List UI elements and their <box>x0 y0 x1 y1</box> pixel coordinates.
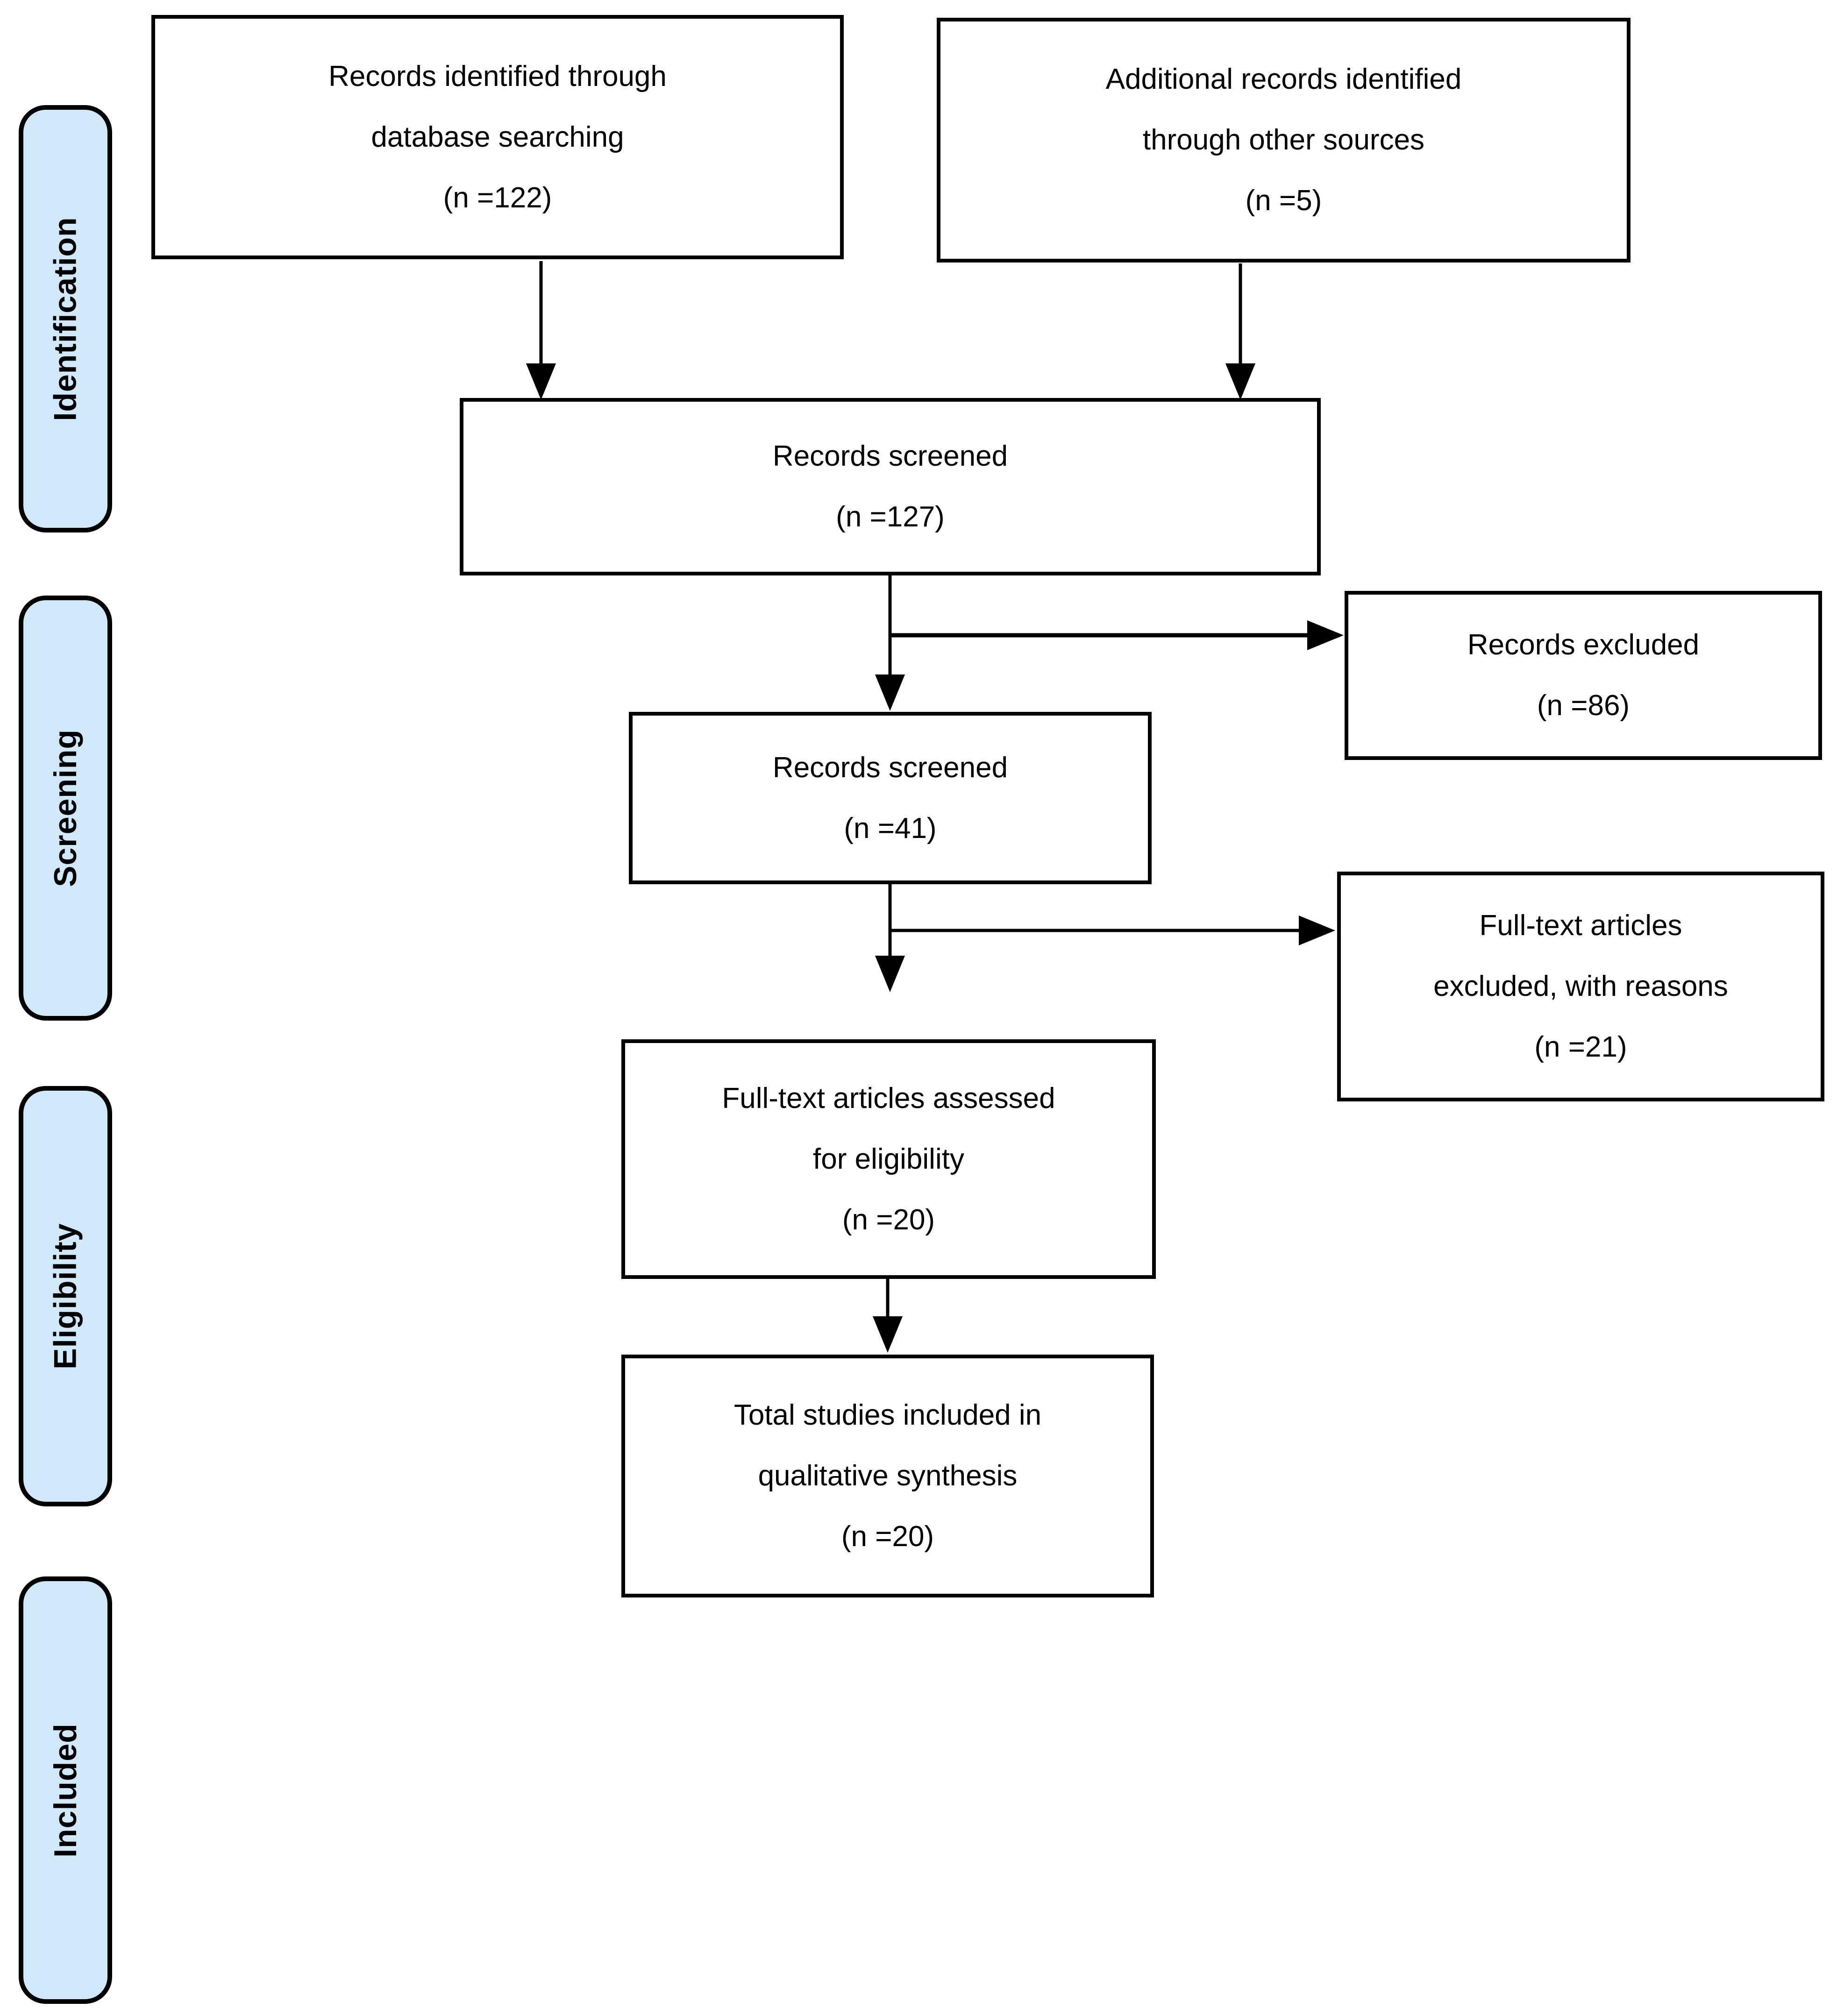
arrow-assessed-to-total <box>873 1279 903 1353</box>
box-text-line: Records screened <box>772 751 1008 784</box>
arrow-other-to-screened127 <box>1225 263 1255 400</box>
stage-eligibility: Eligibility <box>19 1086 112 1506</box>
box-text-line: Full-text articles <box>1479 909 1682 942</box>
box-text-line: database searching <box>371 121 624 153</box>
stage-identification: Identification <box>19 105 112 532</box>
box-records-screened-127: Records screened (n =127) <box>460 398 1321 575</box>
stage-eligibility-label: Eligibility <box>48 1223 83 1370</box>
box-fulltext-assessed-20: Full-text articles assessed for eligibil… <box>621 1039 1156 1279</box>
arrow-screened41-to-ftexcluded <box>890 916 1335 945</box>
box-total-included-20: Total studies included in qualitative sy… <box>621 1355 1154 1597</box>
arrow-db-to-screened127 <box>526 261 556 400</box>
box-text-line: Records excluded <box>1467 629 1700 661</box>
box-text-line: (n =122) <box>443 181 552 214</box>
stage-screening: Screening <box>19 596 112 1021</box>
box-text-line: Additional records identified <box>1105 63 1462 95</box>
box-text-line: (n =127) <box>836 501 945 533</box>
box-text-line: excluded, with reasons <box>1433 970 1728 1002</box>
box-text-line: Full-text articles assessed <box>722 1082 1055 1114</box>
stage-included: Included <box>19 1576 112 2004</box>
box-text-line: (n =5) <box>1245 185 1322 217</box>
box-text-line: for eligibility <box>813 1143 964 1175</box>
arrow-screened127-to-excluded86 <box>890 620 1344 650</box>
stage-included-label: Included <box>48 1723 84 1858</box>
box-records-excluded-86: Records excluded (n =86) <box>1345 591 1822 760</box>
box-text-line: Records identified through <box>328 60 667 92</box>
arrow-screened127-to-screened41 <box>875 575 905 711</box>
box-records-other-sources: Additional records identified through ot… <box>937 18 1631 263</box>
stage-screening-label: Screening <box>48 729 83 887</box>
box-text-line: (n =86) <box>1537 689 1630 722</box>
stage-identification-label: Identification <box>48 216 84 421</box>
box-records-screened-41: Records screened (n =41) <box>629 712 1152 884</box>
box-records-identified-db: Records identified through database sear… <box>151 15 844 259</box>
box-text-line: qualitative synthesis <box>758 1460 1018 1492</box>
box-text-line: (n =41) <box>844 812 937 845</box>
box-text-line: (n =21) <box>1534 1031 1627 1063</box>
box-fulltext-excluded-21: Full-text articles excluded, with reason… <box>1337 872 1824 1101</box>
box-text-line: Records screened <box>772 440 1008 472</box>
arrow-screened41-to-assessed <box>875 884 905 992</box>
box-text-line: (n =20) <box>841 1520 934 1553</box>
box-text-line: through other sources <box>1142 124 1425 156</box>
box-text-line: (n =20) <box>842 1203 935 1236</box>
box-text-line: Total studies included in <box>733 1399 1042 1431</box>
